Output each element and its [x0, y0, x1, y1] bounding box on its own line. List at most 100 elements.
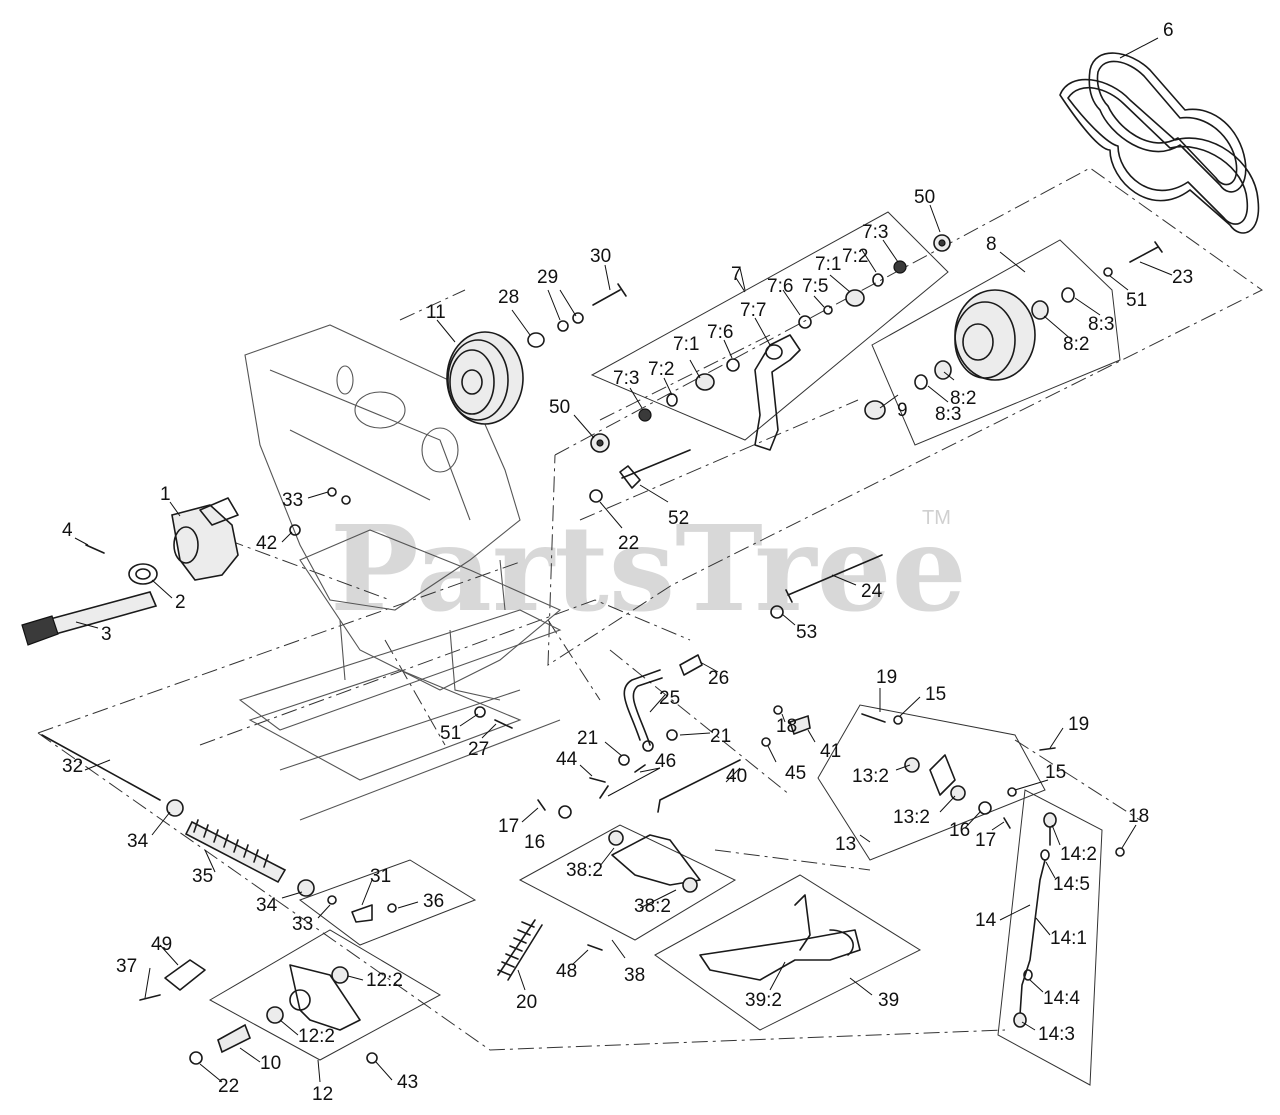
group-7-box — [590, 211, 949, 441]
callout-11: 11 — [426, 302, 446, 323]
callout-labels: 6 50 8 7 7:3 7:2 7:1 7:6 7:5 7:7 30 29 2… — [62, 20, 1193, 1105]
clip-part-17-right — [1003, 817, 1011, 829]
callout-7: 7 — [731, 264, 742, 285]
assembly-lines — [37, 167, 1263, 1051]
callout-38: 38 — [624, 965, 645, 986]
bracket-part-13 — [904, 754, 966, 801]
spacer-part-41 — [788, 714, 811, 736]
callout-43: 43 — [397, 1072, 418, 1093]
callout-3: 3 — [101, 624, 112, 645]
frame-assembly — [238, 324, 562, 821]
callout-37: 37 — [116, 956, 137, 977]
callout-1: 1 — [160, 484, 171, 505]
group-14-box — [997, 789, 1103, 1086]
nut-part-15-upper — [893, 715, 903, 725]
bolt-part-44 — [589, 777, 606, 783]
callout-44: 44 — [556, 749, 578, 770]
bearings-part-7 — [638, 260, 907, 422]
callout-34-lower: 34 — [256, 895, 278, 916]
callout-8-3-lower: 8:3 — [935, 404, 961, 425]
idler-arm-part-7-7 — [754, 334, 801, 451]
callout-13-2-upper: 13:2 — [852, 766, 889, 787]
callout-14-1: 14:1 — [1050, 928, 1087, 949]
bolt-part-30 — [592, 283, 627, 306]
nut-part-18-upper — [773, 705, 783, 715]
callout-8: 8 — [986, 234, 997, 255]
callout-41: 41 — [820, 741, 841, 762]
callout-35: 35 — [192, 866, 213, 887]
pulley-part-8 — [914, 287, 1075, 390]
group-boxes — [208, 211, 1121, 1086]
callout-7-6-upper: 7:6 — [767, 276, 793, 297]
washer-part-51-lower — [474, 706, 486, 718]
callout-17-left: 17 — [498, 816, 519, 837]
callout-10: 10 — [260, 1053, 281, 1074]
callout-16-right: 16 — [949, 820, 970, 841]
callout-50-upper: 50 — [914, 187, 935, 208]
callout-22-lower: 22 — [218, 1076, 239, 1097]
bearing-part-50-upper — [933, 234, 951, 252]
bracket-part-12 — [266, 964, 361, 1031]
rod-part-40 — [657, 759, 741, 813]
callout-12-2-upper: 12:2 — [366, 970, 403, 991]
clip-part-17-left — [537, 799, 546, 811]
callout-48: 48 — [556, 961, 577, 982]
nut-part-36 — [387, 903, 397, 913]
callout-6: 6 — [1163, 20, 1174, 41]
callout-7-6-lower: 7:6 — [707, 322, 733, 343]
callout-8-3-upper: 8:3 — [1088, 314, 1114, 335]
callout-7-1-upper: 7:1 — [815, 254, 841, 275]
bolt-part-23 — [1129, 241, 1163, 263]
washers-part-29 — [557, 312, 584, 332]
callout-39: 39 — [878, 990, 899, 1011]
bolt-part-48 — [587, 944, 603, 951]
group-8-box — [871, 239, 1121, 446]
spacer-part-26 — [679, 654, 703, 676]
belt-part-6 — [1059, 52, 1260, 234]
rod-part-32 — [41, 734, 161, 801]
callout-7-3-lower: 7:3 — [613, 368, 639, 389]
callout-34-upper: 34 — [127, 831, 149, 852]
callout-2: 2 — [175, 592, 186, 613]
housing-part-1 — [171, 497, 239, 581]
bolt-part-27 — [494, 719, 513, 729]
callout-21-left: 21 — [577, 728, 598, 749]
callout-18-upper: 18 — [776, 716, 797, 737]
callout-51-lower: 51 — [440, 723, 461, 744]
shaft-part-3 — [21, 591, 158, 646]
callout-31: 31 — [370, 866, 391, 887]
spacer-part-9 — [864, 400, 886, 420]
callout-21-right: 21 — [710, 726, 731, 747]
lever-part-49 — [164, 959, 206, 991]
callout-19-upper: 19 — [876, 667, 897, 688]
callout-12: 12 — [312, 1084, 333, 1105]
callout-14-3: 14:3 — [1038, 1024, 1075, 1045]
bolt-part-19-right — [1039, 747, 1056, 751]
callout-32: 32 — [62, 756, 83, 777]
callout-7-3-upper: 7:3 — [862, 222, 888, 243]
callout-20: 20 — [516, 992, 537, 1013]
callout-27: 27 — [468, 739, 489, 760]
callout-45: 45 — [785, 763, 806, 784]
rod-part-14 — [1013, 812, 1057, 1028]
nut-part-15-lower — [1007, 787, 1017, 797]
callout-28: 28 — [498, 287, 519, 308]
callout-23: 23 — [1172, 267, 1193, 288]
spring-part-20 — [497, 919, 543, 981]
callout-14: 14 — [975, 910, 997, 931]
callout-12-2-lower: 12:2 — [298, 1026, 335, 1047]
washer-part-16-right — [978, 801, 992, 815]
callout-25: 25 — [659, 688, 680, 709]
washer-part-28 — [527, 332, 545, 348]
callout-33-upper: 33 — [282, 490, 303, 511]
callout-51-upper: 51 — [1126, 290, 1147, 311]
callout-13-2-lower: 13:2 — [893, 807, 930, 828]
callout-15-upper: 15 — [925, 684, 946, 705]
callout-18-lower: 18 — [1128, 806, 1149, 827]
washer-part-51-upper — [1103, 267, 1113, 277]
watermark-logo: PartsTree — [330, 499, 967, 638]
callout-24: 24 — [861, 581, 883, 602]
nut-part-43 — [366, 1052, 378, 1064]
bracket-part-38 — [608, 830, 701, 893]
